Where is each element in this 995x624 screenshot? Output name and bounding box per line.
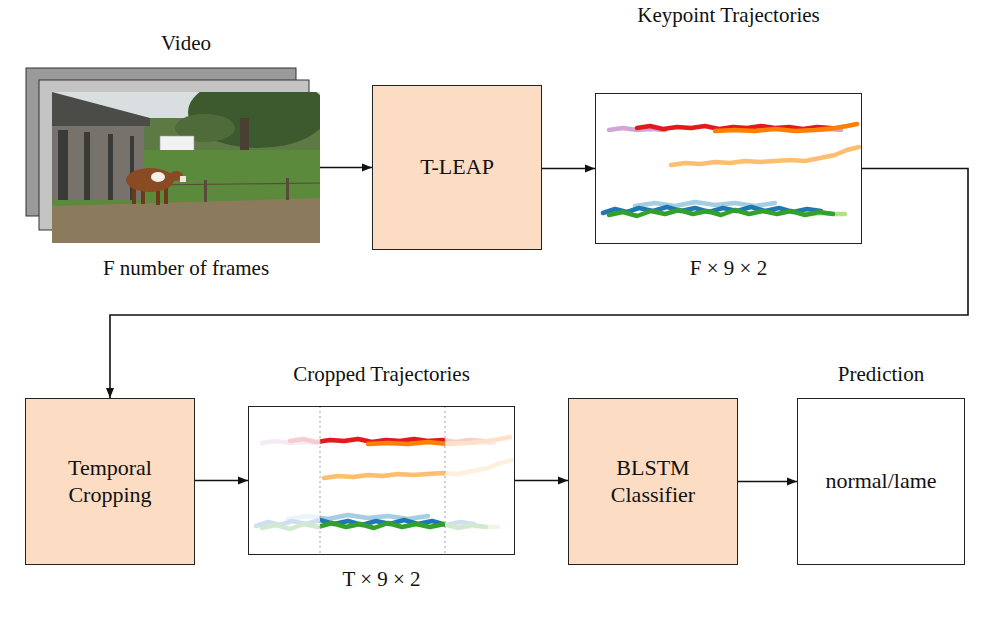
cow bbox=[126, 168, 186, 205]
flow-arrow bbox=[515, 480, 568, 482]
dimension-label: F × 9 × 2 bbox=[690, 256, 767, 281]
video-node: VideoF number of frames bbox=[52, 92, 320, 243]
plot-box: Cropped TrajectoriesT × 9 × 2 bbox=[248, 406, 515, 555]
heading-label: Keypoint Trajectories bbox=[637, 3, 820, 28]
heading-label: Cropped Trajectories bbox=[293, 362, 470, 387]
box-label: Temporal Cropping bbox=[50, 455, 170, 508]
flow-arrow bbox=[320, 167, 372, 169]
plot-box: Keypoint TrajectoriesF × 9 × 2 bbox=[595, 93, 862, 244]
flow-arrow bbox=[738, 481, 797, 483]
process-box: BLSTM Classifier bbox=[568, 398, 738, 565]
flow-arrow bbox=[542, 168, 595, 170]
heading-label: Prediction bbox=[838, 362, 924, 387]
box-label: normal/lame bbox=[825, 468, 936, 494]
process-box: T-LEAP bbox=[372, 85, 542, 250]
video-still bbox=[52, 92, 320, 243]
output-box: Predictionnormal/lame bbox=[797, 398, 965, 565]
flow-arrow bbox=[195, 480, 248, 482]
dimension-label: T × 9 × 2 bbox=[342, 567, 420, 592]
box-label: BLSTM Classifier bbox=[588, 455, 718, 508]
heading-label: Video bbox=[161, 31, 211, 56]
box-label: T-LEAP bbox=[420, 154, 494, 180]
cropped-plot bbox=[248, 406, 515, 555]
process-box: Temporal Cropping bbox=[25, 398, 195, 565]
video-frames bbox=[26, 68, 328, 243]
dimension-label: F number of frames bbox=[103, 256, 269, 281]
keypoint-plot bbox=[595, 93, 862, 244]
